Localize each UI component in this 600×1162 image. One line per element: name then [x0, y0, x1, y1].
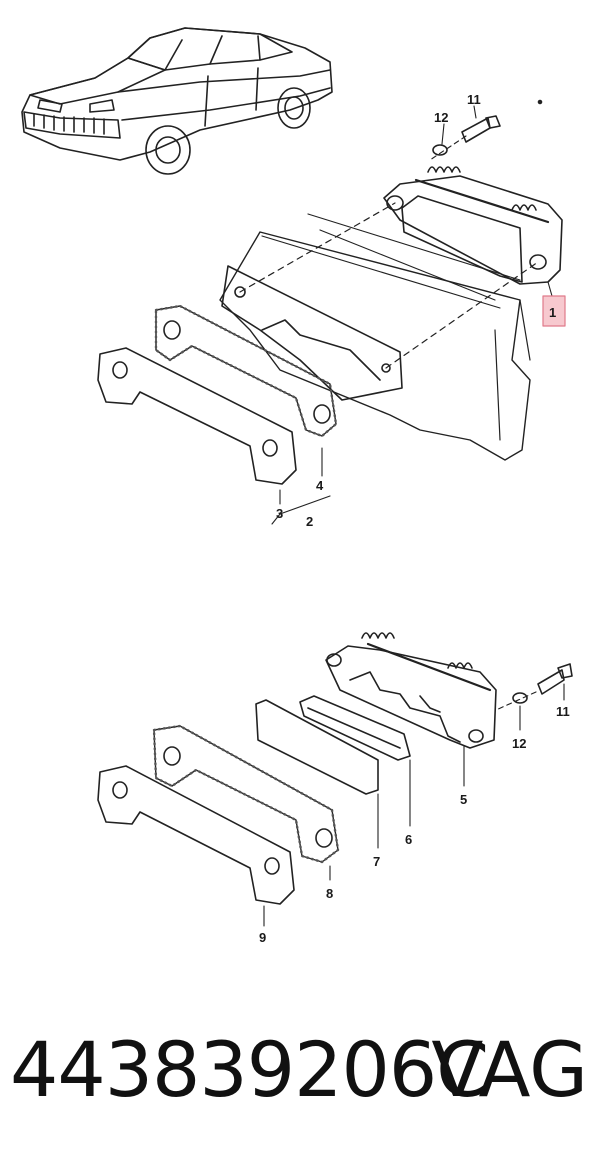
gasket-part-4	[154, 304, 338, 438]
strip-part-6	[299, 695, 411, 761]
callout-3: 3	[276, 506, 283, 521]
part-1-highlight	[542, 295, 566, 327]
callout-12-bottom: 12	[512, 736, 526, 751]
car-illustration	[21, 27, 543, 175]
part-number-label: 443839206C	[10, 1025, 489, 1114]
brand-label: VAG	[431, 1025, 588, 1114]
callout-labels: 11 12 1 4 3 2 11 12 5 6 7 8 9	[259, 92, 570, 945]
gasket-part-8	[152, 724, 340, 864]
callout-8: 8	[326, 886, 333, 901]
top-door-handle-assembly	[97, 105, 566, 525]
callout-9: 9	[259, 930, 266, 945]
callout-11-bottom: 11	[556, 704, 570, 719]
callout-11-top: 11	[467, 92, 481, 107]
cover-part-7	[255, 699, 379, 795]
alignment-lines-top	[239, 202, 539, 369]
callout-5: 5	[460, 792, 467, 807]
callout-7: 7	[373, 854, 380, 869]
callout-4: 4	[316, 478, 324, 493]
callout-12-top: 12	[434, 110, 448, 125]
screw-part-11-top	[429, 115, 501, 161]
washer-part-12-top	[432, 144, 448, 156]
washer-part-12-bottom	[512, 692, 528, 704]
callout-6: 6	[405, 832, 412, 847]
grip-part-9	[97, 765, 295, 905]
callout-1: 1	[549, 305, 556, 320]
bottom-door-handle-assembly	[97, 632, 573, 927]
mechanism-part-5	[325, 632, 497, 749]
handle-housing-part-1	[383, 166, 563, 285]
callout-2: 2	[306, 514, 313, 529]
grip-part-3	[97, 347, 297, 485]
screw-part-11-bottom	[495, 663, 573, 711]
exploded-parts-diagram: 11 12 1 4 3 2 11 12 5 6 7 8 9	[21, 27, 573, 945]
